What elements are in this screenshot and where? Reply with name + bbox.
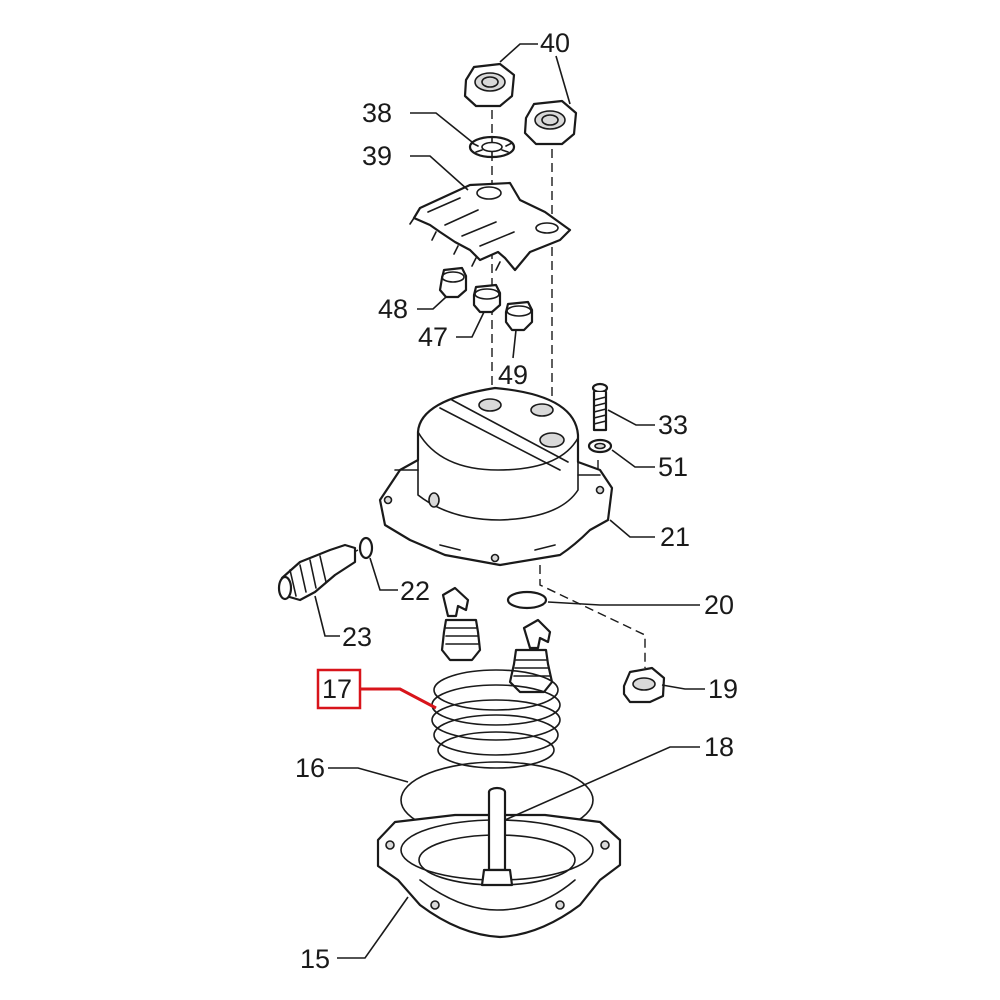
callout-40: 40 bbox=[540, 28, 570, 58]
callout-labels: 40 38 39 48 47 49 33 51 21 22 20 23 17 1… bbox=[295, 28, 738, 974]
callout-38: 38 bbox=[362, 98, 392, 128]
part-17-highlight-leader bbox=[360, 687, 437, 710]
callout-18: 18 bbox=[704, 732, 734, 762]
part-51-washer bbox=[587, 438, 613, 454]
part-18-rod bbox=[480, 786, 514, 887]
part-48-cap bbox=[438, 266, 468, 299]
callout-15: 15 bbox=[300, 944, 330, 974]
callout-19: 19 bbox=[708, 674, 738, 704]
part-17-highlight bbox=[316, 668, 437, 710]
callout-39: 39 bbox=[362, 141, 392, 171]
callout-33: 33 bbox=[658, 410, 688, 440]
callout-20: 20 bbox=[704, 590, 734, 620]
part-20-o-ring bbox=[506, 590, 548, 610]
part-23-fitting bbox=[277, 543, 357, 602]
callout-48: 48 bbox=[378, 294, 408, 324]
callout-23: 23 bbox=[342, 622, 372, 652]
callout-16: 16 bbox=[295, 753, 325, 783]
part-39-contact-plate bbox=[409, 181, 572, 272]
callout-22: 22 bbox=[400, 576, 430, 606]
callout-21: 21 bbox=[660, 522, 690, 552]
part-33-bolt bbox=[591, 382, 609, 432]
callout-17: 17 bbox=[322, 674, 352, 704]
part-38-washer bbox=[468, 135, 516, 159]
callout-47: 47 bbox=[418, 322, 448, 352]
part-40-nut bbox=[463, 62, 578, 146]
part-21-housing bbox=[378, 386, 614, 567]
leader-lines bbox=[314, 43, 705, 959]
part-22-o-ring bbox=[358, 536, 374, 560]
part-19-nut bbox=[622, 666, 666, 704]
callout-49: 49 bbox=[498, 360, 528, 390]
part-47-cap bbox=[472, 283, 502, 314]
callout-51: 51 bbox=[658, 452, 688, 482]
part-49-cap bbox=[504, 300, 534, 332]
